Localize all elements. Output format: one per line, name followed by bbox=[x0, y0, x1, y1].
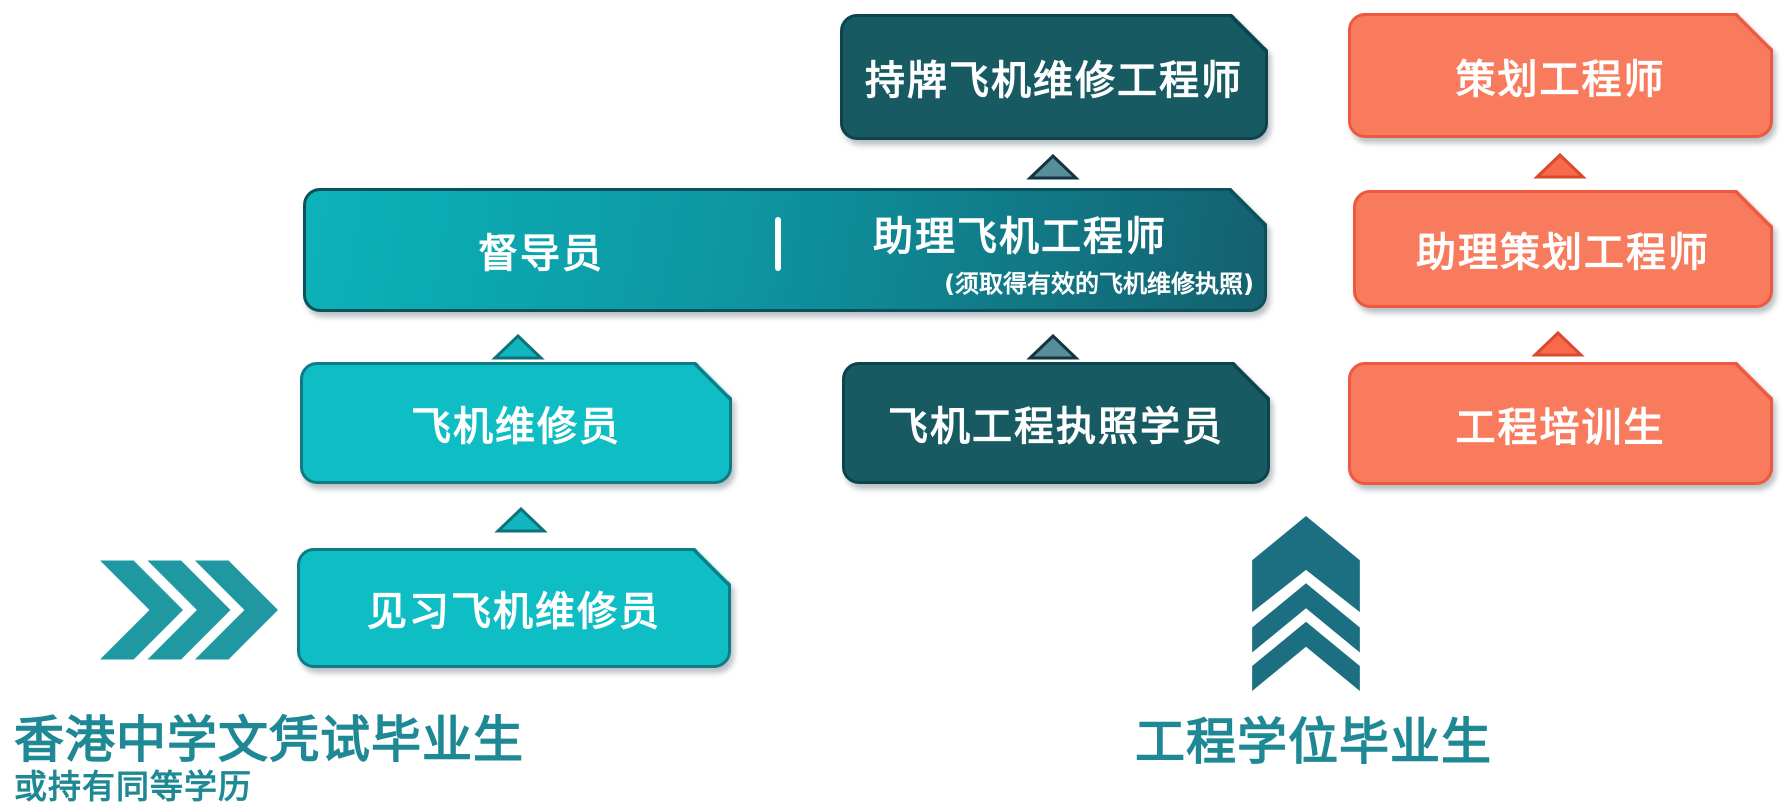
arrow-up-triangle-icon bbox=[1026, 153, 1080, 180]
box-label-assistant-planning-engineer: 助理策划工程师 bbox=[1416, 230, 1710, 276]
box-planning-engineer: 策划工程师 bbox=[1348, 13, 1773, 138]
chevrons-right-icon bbox=[100, 560, 278, 660]
box-engineering-trainee: 工程培训生 bbox=[1348, 362, 1773, 485]
box-label-aircraft-maintenance-worker: 飞机维修员 bbox=[411, 404, 621, 450]
box-note-licence-required: (须取得有效的飞机维修执照) bbox=[944, 269, 1254, 298]
entry-secondary-school-line2: 或持有同等学历 bbox=[14, 767, 252, 806]
box-label-engineering-trainee: 工程培训生 bbox=[1455, 404, 1666, 451]
arrow-up-triangle-icon bbox=[494, 506, 548, 533]
box-trainee-aircraft-maintenance-worker: 见习飞机维修员 bbox=[297, 548, 731, 668]
box-label-assistant-aircraft-engineer: 助理飞机工程师 bbox=[873, 213, 1167, 260]
divider-bar bbox=[775, 217, 781, 271]
supervisor-cell: 督导员 bbox=[306, 221, 776, 279]
box-label-trainee-aircraft-maintenance-worker: 见习飞机维修员 bbox=[367, 589, 661, 635]
arrow-up-triangle-icon bbox=[1533, 152, 1587, 179]
box-label-supervisor: 督导员 bbox=[478, 231, 604, 277]
entry-engineering-degree: 工程学位毕业生 bbox=[1135, 713, 1492, 771]
box-assistant-planning-engineer: 助理策划工程师 bbox=[1353, 190, 1773, 308]
box-label-planning-engineer: 策划工程师 bbox=[1455, 56, 1666, 103]
entry-secondary-school-line1: 香港中学文凭试毕业生 bbox=[14, 711, 524, 769]
box-supervisor-assistant-aircraft-engineer: 督导员 助理飞机工程师 (须取得有效的飞机维修执照) bbox=[303, 188, 1267, 312]
box-label-licensed-aircraft-maintenance-engineer: 持牌飞机维修工程师 bbox=[865, 58, 1243, 104]
box-aircraft-maintenance-worker: 飞机维修员 bbox=[300, 362, 732, 484]
arrow-up-triangle-icon bbox=[1531, 330, 1585, 357]
assistant-aircraft-engineer-cell: 助理飞机工程师 (须取得有效的飞机维修执照) bbox=[776, 202, 1264, 299]
box-aircraft-engineering-licence-trainee: 飞机工程执照学员 bbox=[842, 362, 1270, 484]
chevrons-up-icon bbox=[1252, 516, 1360, 691]
box-label-aircraft-engineering-licence-trainee: 飞机工程执照学员 bbox=[888, 404, 1224, 450]
arrow-up-triangle-icon bbox=[491, 333, 545, 360]
arrow-up-triangle-icon bbox=[1026, 333, 1080, 360]
box-licensed-aircraft-maintenance-engineer: 持牌飞机维修工程师 bbox=[840, 14, 1268, 140]
